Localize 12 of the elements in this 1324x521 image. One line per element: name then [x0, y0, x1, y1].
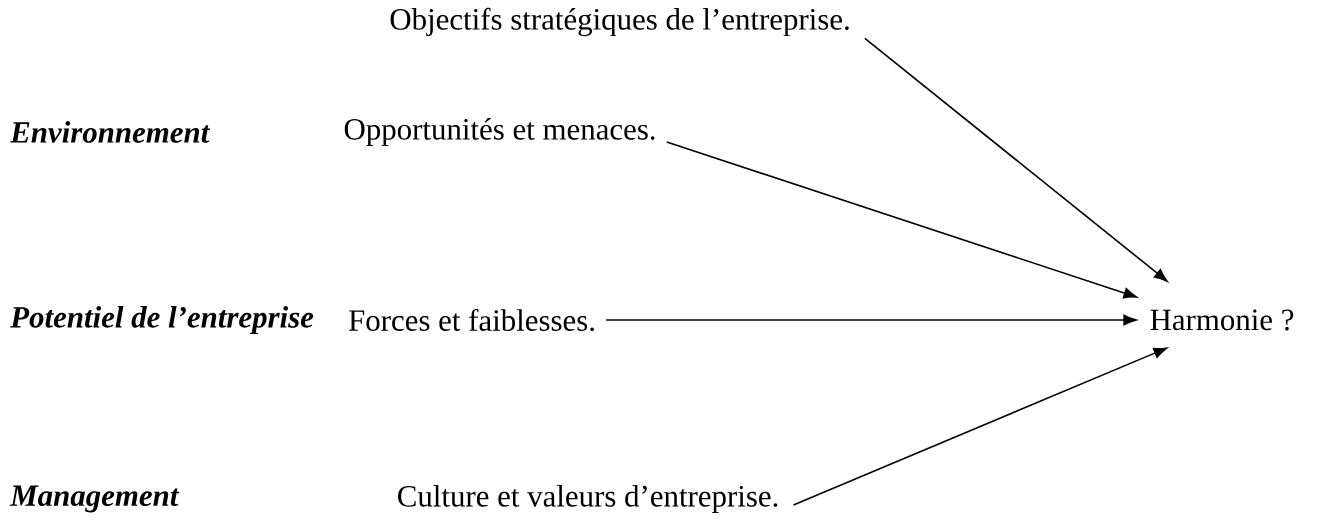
node-text: Opportunités et menaces. — [344, 117, 655, 146]
arrow — [792, 347, 1168, 506]
node-text: Forces et faiblesses. — [348, 308, 594, 332]
arrow — [605, 314, 1137, 326]
row-heading: Potentiel de l’entreprise — [10, 306, 314, 334]
node-text: Objectifs stratégiques de l’entreprise. — [390, 7, 849, 37]
node-text: Culture et valeurs d’entreprise. — [398, 484, 778, 513]
node-text: Harmonie ? — [1150, 309, 1294, 331]
row-heading: Management — [9, 485, 180, 513]
row-heading: Environnement — [10, 121, 211, 143]
arrow — [665, 141, 1137, 299]
arrow — [864, 37, 1168, 282]
